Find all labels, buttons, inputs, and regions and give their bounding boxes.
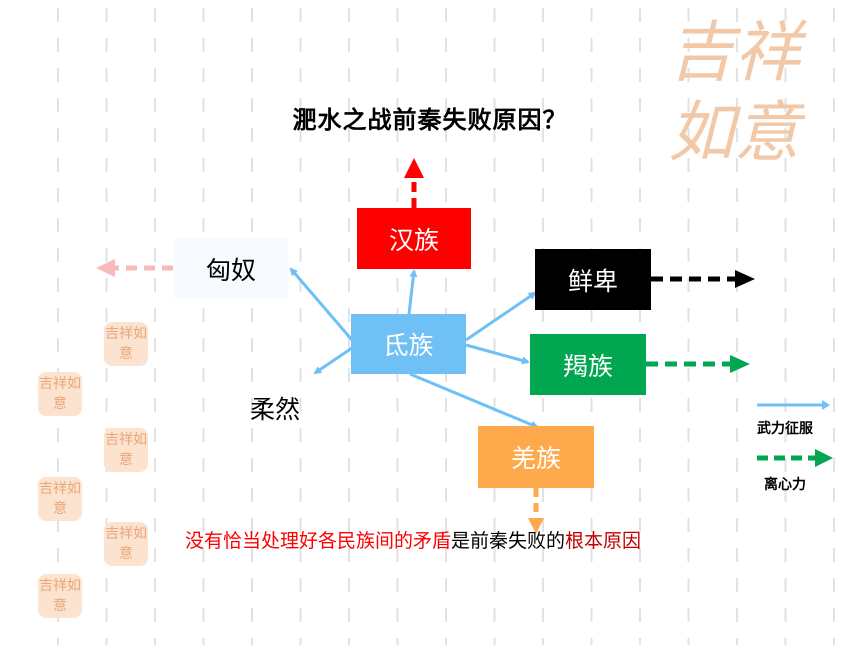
seal-stamp: 吉祥如意 [38, 372, 82, 416]
centrifugal-arrowhead-xianbei [735, 270, 755, 288]
conclusion-text: 没有恰当处理好各民族间的矛盾是前秦失败的根本原因 [185, 526, 641, 553]
node-di: 氐族 [351, 314, 466, 374]
conquest-arrow-xianbei [465, 291, 537, 342]
centrifugal-arrowhead-jie [730, 355, 750, 373]
centrifugal-arrowhead-han [404, 158, 424, 178]
conclusion-part-2: 是前秦失败的 [451, 530, 566, 552]
node-rouran: 柔然 [249, 395, 300, 424]
conclusion-part-3: 根本原因 [565, 530, 642, 552]
legend-solid-arrowhead [822, 400, 830, 410]
page-title: 淝水之战前秦失败原因？ [292, 106, 568, 134]
seal-stamp: 吉祥如意 [104, 428, 148, 472]
auspicious-logo: 吉祥如意 [668, 14, 800, 171]
seal-stamp: 吉祥如意 [104, 522, 148, 566]
node-han: 汉族 [357, 208, 471, 269]
seal-stamp: 吉祥如意 [38, 574, 82, 618]
conquest-arrow-xiongnu [289, 267, 354, 341]
conquest-arrow-han [407, 269, 418, 315]
seal-stamp: 吉祥如意 [104, 322, 148, 366]
node-xiongnu: 匈奴 [174, 238, 288, 299]
centrifugal-arrowhead-qiang [528, 518, 544, 534]
legend-dashed-arrowhead [815, 449, 833, 467]
legend-label-centrifugal: 离心力 [764, 477, 806, 493]
node-jie: 羯族 [530, 334, 646, 395]
conclusion-part-1: 没有恰当处理好各民族间的矛盾 [185, 530, 452, 552]
node-qiang: 羌族 [478, 426, 594, 488]
conquest-arrow-qiang [409, 372, 539, 429]
seal-stamp: 吉祥如意 [38, 477, 82, 521]
conquest-arrow-rouran [313, 346, 353, 375]
centrifugal-arrowhead-xiongnu [96, 259, 115, 277]
conquest-arrow-jie [465, 343, 530, 365]
legend-label-conquest: 武力征服 [757, 421, 813, 437]
node-xianbei: 鲜卑 [535, 249, 651, 310]
